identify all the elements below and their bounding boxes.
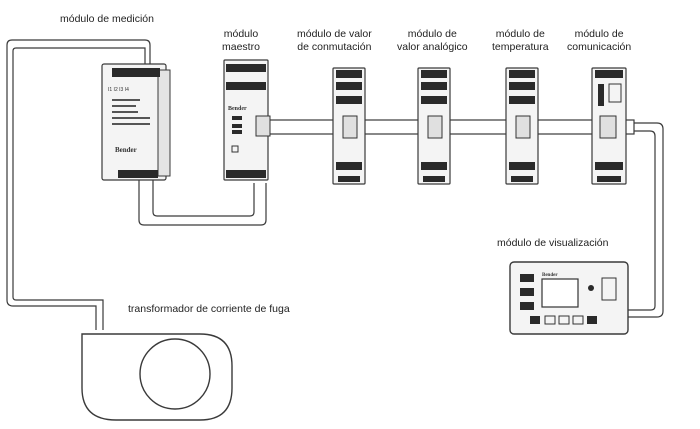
label-transformer: transformador de corriente de fuga — [128, 303, 290, 315]
cable-measurement-to-transformer-inner — [12, 47, 146, 330]
measurement-terminal-labels: I1 I2 I3 I4 — [108, 87, 129, 93]
cable-measurement-to-master — [138, 180, 267, 226]
master-module: Bender — [223, 59, 271, 181]
cable-bus-to-display-inner — [627, 130, 656, 311]
label-communication: módulo de comunicación — [567, 28, 631, 54]
label-analog-line2: valor analógico — [397, 41, 468, 53]
label-master-line2: maestro — [222, 41, 260, 53]
master-brand: Bender — [228, 106, 247, 112]
label-analog: módulo de valor analógico — [397, 28, 468, 54]
measurement-module: I1 I2 I3 I4 Bender — [101, 63, 171, 181]
measurement-brand: Bender — [115, 146, 137, 154]
label-display: módulo de visualización — [497, 237, 609, 249]
display-brand: Bender — [542, 273, 558, 278]
analog-module — [417, 67, 451, 185]
label-communication-line1: módulo de — [574, 28, 624, 40]
label-temperature: módulo de temperatura — [492, 28, 549, 54]
label-temperature-line1: módulo de — [495, 28, 545, 40]
label-master: módulo maestro — [222, 28, 260, 54]
label-switching-line1: módulo de valor — [297, 28, 372, 40]
switching-module — [332, 67, 366, 185]
label-communication-line2: comunicación — [567, 41, 632, 53]
label-measurement: módulo de medición — [60, 13, 154, 25]
label-master-line1: módulo — [223, 28, 259, 40]
cable-measurement-to-master-inner — [152, 180, 255, 217]
display-module: Bender — [509, 261, 629, 335]
label-temperature-line2: temperatura — [492, 41, 549, 53]
label-switching: módulo de valor de conmutación — [297, 28, 372, 54]
label-analog-line1: módulo de — [407, 28, 457, 40]
cable-bus-to-display — [627, 122, 664, 318]
leakage-current-transformer — [81, 333, 233, 421]
temperature-module — [505, 67, 539, 185]
label-switching-line2: de conmutación — [297, 41, 372, 53]
communication-module — [591, 67, 627, 185]
cable-measurement-to-transformer — [6, 39, 151, 330]
